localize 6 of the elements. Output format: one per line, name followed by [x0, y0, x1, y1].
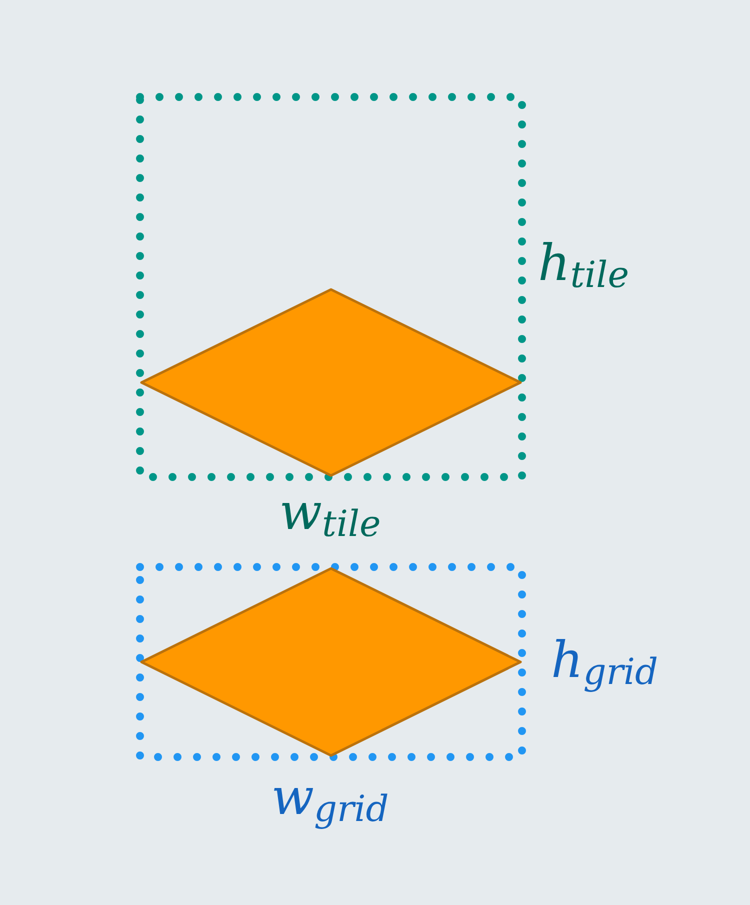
- dimension-label: w$_{tile}$: [279, 482, 381, 545]
- rhombus: [140, 288, 522, 477]
- dimension-label: h$_{tile}$: [538, 233, 630, 296]
- dimension-label: w$_{grid}$: [271, 767, 389, 830]
- dotted-frame: [136, 93, 526, 481]
- dimension-label: h$_{grid}$: [551, 630, 658, 693]
